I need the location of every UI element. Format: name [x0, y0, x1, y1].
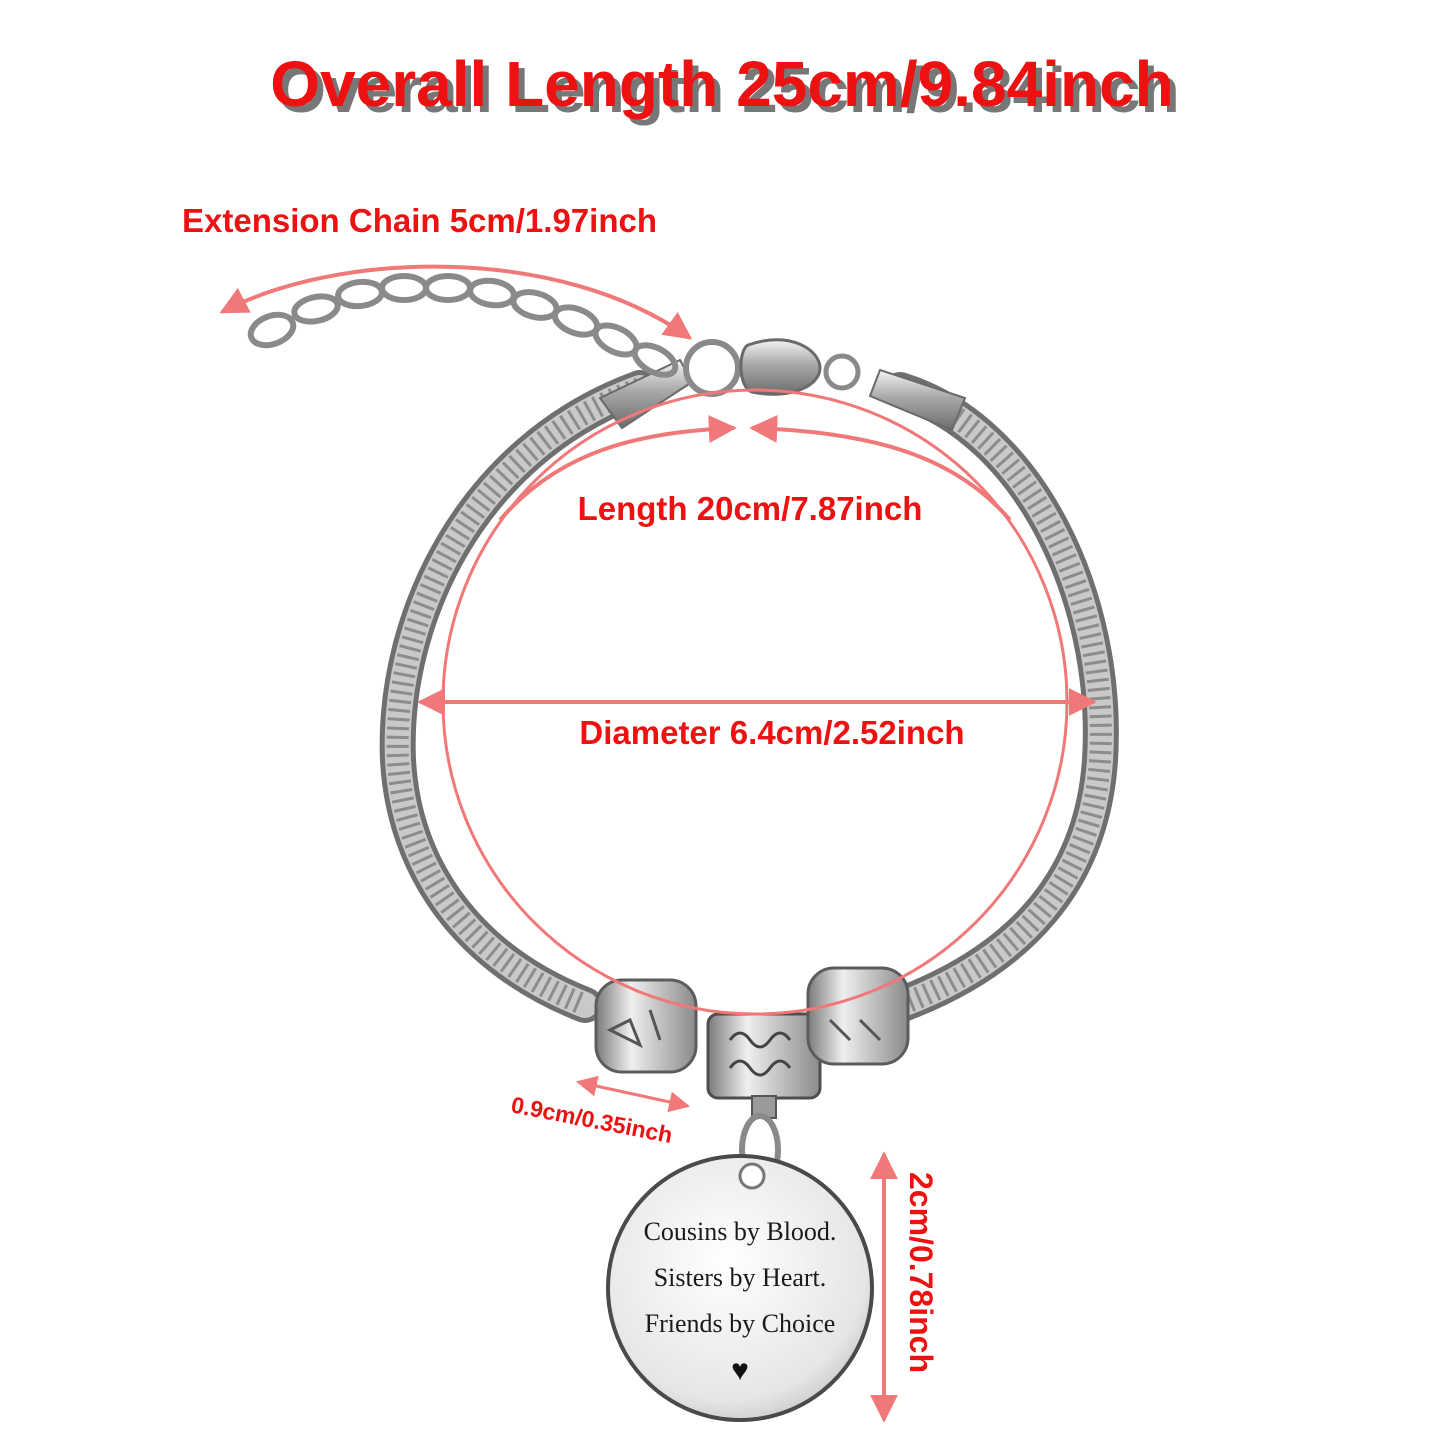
extension-chain-label: Extension Chain 5cm/1.97inch	[182, 202, 657, 239]
snake-chain	[379, 370, 1119, 1023]
bead-width-arrow	[575, 1075, 691, 1113]
pendant-size-label: 2cm/0.78inch	[903, 1172, 939, 1373]
pendant-engraving: Cousins by Blood. Sisters by Heart. Frie…	[644, 1217, 837, 1387]
length-arrow-left	[498, 415, 737, 522]
extension-chain	[247, 273, 679, 378]
bead-width-label: 0.9cm/0.35inch	[509, 1091, 675, 1148]
end-cap-right	[868, 368, 967, 432]
lobster-clasp	[683, 338, 861, 397]
length-arrow-right	[749, 414, 1012, 522]
headline: Overall Length 25cm/9.84inch	[270, 48, 1173, 120]
diameter-label: Diameter 6.4cm/2.52inch	[579, 714, 964, 751]
bead-center	[706, 1012, 822, 1100]
heart-icon: ♥	[731, 1354, 749, 1387]
engraving-line-2: Sisters by Heart.	[654, 1263, 827, 1292]
length-label: Length 20cm/7.87inch	[578, 490, 923, 527]
bead-right	[806, 966, 910, 1066]
headline-shadow: Overall Length 25cm/9.84inch	[276, 54, 1179, 126]
extension-chain-arrow	[219, 264, 693, 340]
engraving-line-3: Friends by Choice	[645, 1309, 836, 1338]
engraving-line-1: Cousins by Blood.	[644, 1217, 837, 1246]
